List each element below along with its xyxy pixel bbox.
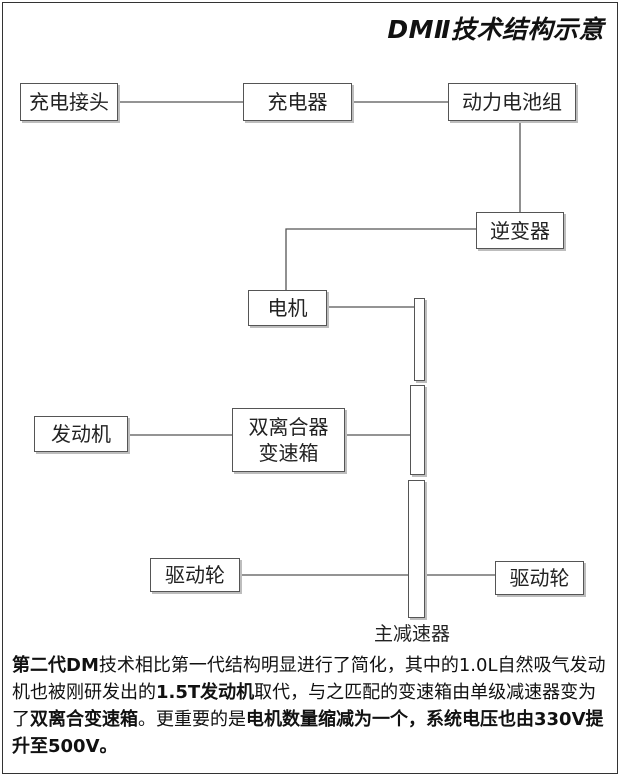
charger-label: 充电器 <box>267 90 328 114</box>
engine-box: 发动机 <box>34 416 128 452</box>
right-drive-wheel-label: 驱动轮 <box>509 566 570 590</box>
battery-pack-box: 动力电池组 <box>448 83 576 121</box>
right-drive-wheel-box: 驱动轮 <box>495 561 584 595</box>
left-drive-wheel-box: 驱动轮 <box>150 558 240 592</box>
caption-bold-1: 第二代DM <box>12 655 99 676</box>
caption-bold-4: 电机数量缩减为一个，系统电压也由330V提升至500V。 <box>12 709 604 757</box>
caption-bold-3: 双离合变速箱 <box>30 709 138 730</box>
engine-label: 发动机 <box>51 422 111 446</box>
dct-label-line2: 变速箱 <box>258 441 319 465</box>
charging-port-label: 充电接头 <box>29 90 109 114</box>
wire-inverter-motor <box>285 228 476 290</box>
caption-text-2: 取代，与之匹配的变速箱由单级减速器变为了 <box>12 682 597 730</box>
charging-port-box: 充电接头 <box>20 83 118 121</box>
battery-pack-label: 动力电池组 <box>462 90 562 114</box>
caption-text: 第二代DM技术相比第一代结构明显进行了简化，其中的1.0L自然吸气发动机也被刚研… <box>12 652 608 760</box>
left-drive-wheel-label: 驱动轮 <box>165 563 225 587</box>
shaft-upper <box>414 298 425 381</box>
caption-bold-2: 1.5T发动机 <box>156 682 255 703</box>
main-reducer-label: 主减速器 <box>374 623 451 645</box>
dct-label-line1: 双离合器 <box>248 415 329 439</box>
inverter-box: 逆变器 <box>476 212 564 249</box>
caption-text-1: 技术相比第一代结构明显进行了简化，其中的1.0L自然吸气发动机也被刚研发出的 <box>12 655 606 703</box>
diagram-title: DMⅡ技术结构示意 <box>387 15 604 44</box>
shaft-middle <box>410 385 425 475</box>
charger-box: 充电器 <box>243 83 352 121</box>
inverter-label: 逆变器 <box>490 218 550 243</box>
shaft-lower <box>408 480 425 618</box>
motor-label: 电机 <box>267 296 308 320</box>
dct-box: 双离合器 变速箱 <box>232 408 345 472</box>
motor-box: 电机 <box>248 290 327 326</box>
caption-text-3: 。更重要的是 <box>138 709 246 730</box>
